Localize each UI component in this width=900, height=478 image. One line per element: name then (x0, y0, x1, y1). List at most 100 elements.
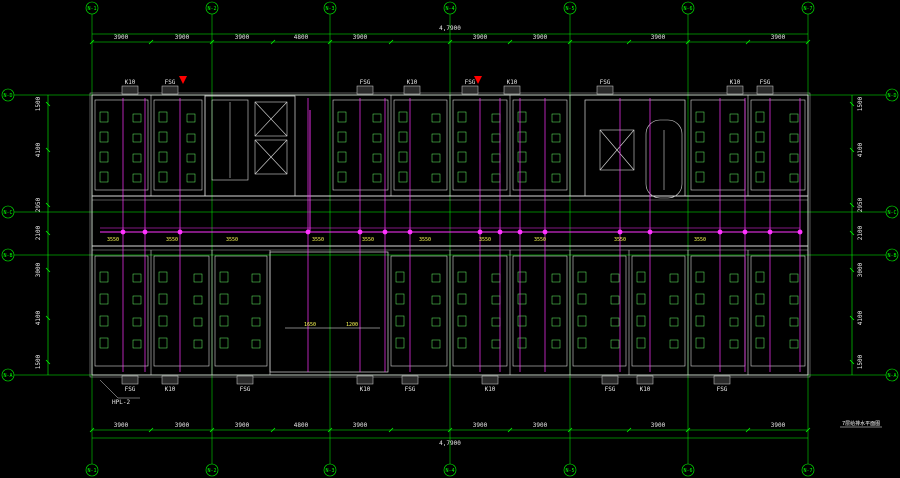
toilet-fixture (337, 111, 347, 123)
bottom-dimension: 3900 (651, 422, 666, 429)
corridor-dimension: 3550 (419, 237, 431, 243)
basin-fixture (431, 113, 441, 123)
vent-label-top: K10 (125, 79, 136, 86)
toilet-fixture (219, 271, 229, 283)
axis-bubble-top (443, 1, 457, 15)
dim-tick (849, 230, 855, 236)
basin-fixture (729, 295, 739, 305)
basin-fixture (372, 133, 382, 143)
top-dimension: 3900 (771, 34, 786, 41)
axis-label-left: N-D (3, 93, 12, 99)
left-dimension: 4100 (35, 310, 42, 325)
basin-fixture (551, 113, 561, 123)
toilet-fixture (99, 131, 109, 143)
dim-tick (849, 267, 855, 273)
toilet-fixture (577, 271, 587, 283)
axis-bubble-bottom (85, 463, 99, 477)
basin-fixture (193, 339, 203, 349)
toilet-fixture (695, 131, 705, 143)
vent-box-bottom (481, 375, 499, 385)
basin-fixture (372, 173, 382, 183)
toilet-fixture (457, 337, 467, 349)
basin-fixture (610, 295, 620, 305)
bottom-dimension: 3900 (175, 422, 190, 429)
vent-box-top (503, 85, 521, 95)
basin-fixture (669, 273, 679, 283)
toilet-fixture (395, 293, 405, 305)
room-outline (94, 99, 149, 191)
pipe-node (517, 229, 523, 235)
basin-fixture (431, 317, 441, 327)
axis-label-bottom: N-4 (445, 468, 454, 474)
corridor-dimension: 3550 (694, 237, 706, 243)
vent-label-top: FSG (360, 79, 371, 86)
pipe-node (357, 229, 363, 235)
basin-fixture (551, 133, 561, 143)
toilet-fixture (755, 131, 765, 143)
right-dimension: 4100 (857, 142, 864, 157)
basin-fixture (729, 273, 739, 283)
toilet-fixture (158, 315, 168, 327)
vent-box-top (403, 85, 421, 95)
basin-fixture (193, 295, 203, 305)
axis-bubble-left (1, 368, 15, 382)
basin-fixture (789, 173, 799, 183)
toilet-fixture (695, 271, 705, 283)
axis-bubble-right (885, 368, 899, 382)
dim-tick (209, 427, 215, 433)
vent-box-top (356, 85, 374, 95)
toilet-fixture (577, 293, 587, 305)
vent-box-bottom (356, 375, 374, 385)
toilet-fixture (636, 315, 646, 327)
axis-label-bottom: N-2 (207, 468, 216, 474)
dim-tick (805, 39, 811, 45)
toilet-fixture (755, 171, 765, 183)
basin-fixture (729, 153, 739, 163)
left-dimension: 1500 (35, 96, 42, 111)
vent-label-bottom: FSG (405, 386, 416, 393)
basin-fixture (789, 273, 799, 283)
toilet-fixture (99, 171, 109, 183)
toilet-fixture (395, 337, 405, 349)
right-dimension: 2100 (857, 225, 864, 240)
basin-fixture (251, 273, 261, 283)
basin-fixture (372, 113, 382, 123)
vent-box-bottom (121, 375, 139, 385)
axis-label-top: N-1 (87, 6, 96, 12)
dim-tick (45, 230, 51, 236)
basin-fixture (551, 153, 561, 163)
basin-fixture (610, 317, 620, 327)
lobby-dimension: 1650 (304, 322, 316, 328)
vent-label-bottom: K10 (640, 386, 651, 393)
bottom-dimension: 3900 (771, 422, 786, 429)
right-dimension: 1500 (857, 354, 864, 369)
vent-label-top: FSG (165, 79, 176, 86)
basin-fixture (789, 295, 799, 305)
dim-tick (327, 39, 333, 45)
basin-fixture (789, 133, 799, 143)
toilet-fixture (158, 171, 168, 183)
dim-tick (45, 359, 51, 365)
vent-box-bottom (161, 375, 179, 385)
dim-tick (327, 427, 333, 433)
vent-label-bottom: K10 (360, 386, 371, 393)
toilet-fixture (636, 293, 646, 305)
axis-bubble-top (323, 1, 337, 15)
axis-bubble-left (1, 248, 15, 262)
room-outline (512, 255, 568, 367)
toilet-fixture (755, 111, 765, 123)
room-outline (332, 99, 389, 191)
basin-fixture (610, 273, 620, 283)
basin-fixture (132, 317, 142, 327)
basin-fixture (132, 153, 142, 163)
toilet-fixture (755, 271, 765, 283)
room-outline (690, 99, 746, 191)
dim-tick (148, 427, 154, 433)
toilet-fixture (457, 131, 467, 143)
toilet-fixture (695, 293, 705, 305)
